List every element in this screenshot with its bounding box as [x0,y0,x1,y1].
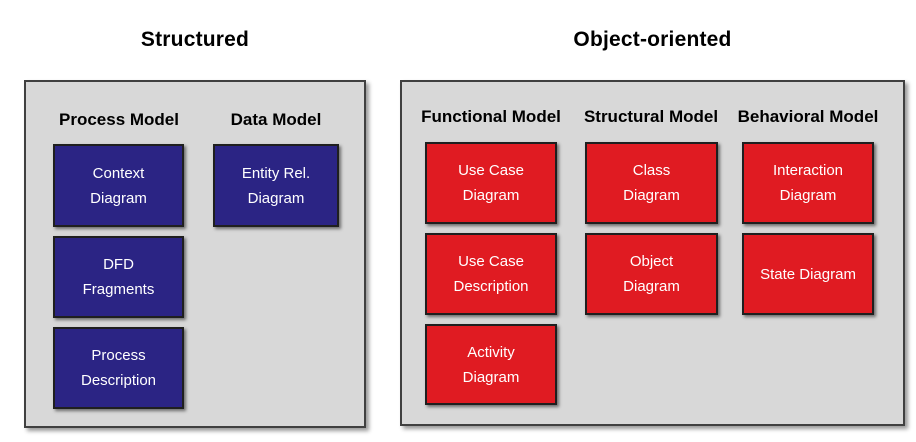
box-label-line: Diagram [462,187,520,204]
box-label: Process Description [81,343,156,393]
box-process-description: Process Description [53,327,184,409]
object-oriented-panel: Functional Model Structural Model Behavi… [400,80,905,426]
box-label-line: Use Case [458,162,524,179]
box-use-case-description: Use Case Description [425,233,557,315]
column-header-behavioral-model: Behavioral Model [737,107,879,126]
box-label: Context Diagram [90,161,147,211]
column-header-process-model: Process Model [59,110,179,129]
box-label-line: Description [453,278,529,295]
box-label: Class Diagram [623,158,680,208]
box-label-line: Diagram [623,187,680,204]
box-label-line: Diagram [623,278,680,295]
box-label-line: Diagram [462,368,520,386]
box-label-line: Object [629,253,674,270]
box-label-line: Activity [467,343,515,361]
box-label: Interaction Diagram [773,158,843,208]
column-header-functional-model: Functional Model [421,107,561,126]
box-label: DFD Fragments [83,252,155,302]
box-label-line: State Diagram [760,265,856,283]
box-label-line: Description [80,372,157,389]
box-interaction-diagram: Interaction Diagram [742,142,874,224]
box-label-line: Diagram [247,189,305,207]
box-label: Object Diagram [623,249,680,299]
box-state-diagram: State Diagram [742,233,874,315]
box-label: Activity Diagram [463,340,520,390]
box-label-line: Class [632,162,671,179]
box-label-line: Diagram [90,189,147,207]
box-use-case-diagram: Use Case Diagram [425,142,557,224]
box-label-line: Context [92,164,145,182]
box-label-line: Process [91,347,146,364]
box-label-line: DFD [103,256,134,273]
box-label-line: Interaction [772,162,844,179]
box-label: State Diagram [760,262,856,287]
box-label: Use Case Diagram [458,158,524,208]
box-dfd-fragments: DFD Fragments [53,236,184,318]
column-header-data-model: Data Model [230,110,322,129]
box-activity-diagram: Activity Diagram [425,324,557,405]
group-title-object-oriented: Object-oriented [573,28,732,51]
structured-panel: Process Model Data Model Context Diagram… [24,80,366,428]
box-label-line: Entity Rel. [241,164,311,182]
box-label-line: Use Case [458,253,524,270]
box-label: Use Case Description [453,249,528,299]
box-label: Entity Rel. Diagram [242,161,310,211]
box-class-diagram: Class Diagram [585,142,718,224]
box-object-diagram: Object Diagram [585,233,718,315]
box-entity-relationship-diagram: Entity Rel. Diagram [213,144,339,227]
group-title-structured: Structured [140,28,250,51]
box-context-diagram: Context Diagram [53,144,184,227]
box-label-line: Diagram [779,187,837,204]
box-label-line: Fragments [82,281,155,298]
column-header-structural-model: Structural Model [583,107,719,126]
